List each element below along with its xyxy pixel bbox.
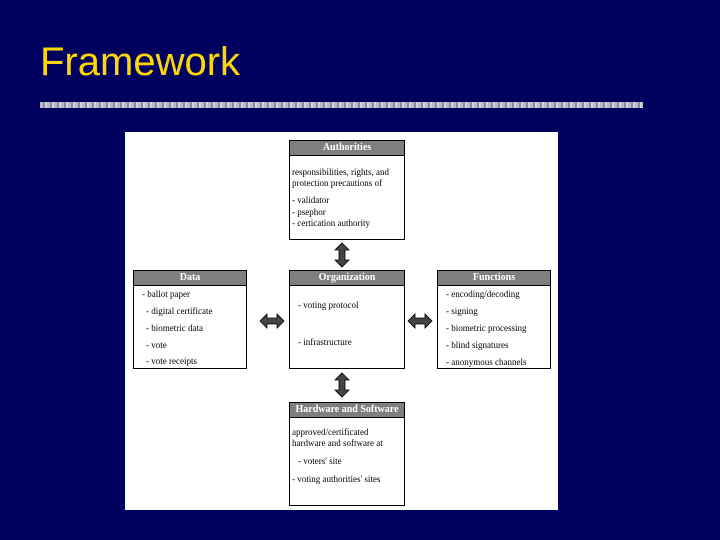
title-divider xyxy=(40,102,643,108)
functions-line: - signing xyxy=(446,306,478,316)
organization-line: - infrastructure xyxy=(298,337,352,347)
authorities-line: - psephor xyxy=(292,207,326,217)
data-line: - vote receipts xyxy=(146,356,197,366)
hardware-line: - voting authorities' sites xyxy=(292,474,381,484)
data-header: Data xyxy=(134,271,246,286)
organization-box: Organization - voting protocol - infrast… xyxy=(289,270,405,369)
authorities-header: Authorities xyxy=(290,141,404,156)
authorities-line: protection precautions of xyxy=(292,178,382,188)
organization-line: - voting protocol xyxy=(298,300,359,310)
vertical-double-arrow-icon xyxy=(334,372,350,398)
authorities-line: - certication authority xyxy=(292,218,370,228)
vertical-double-arrow-icon xyxy=(334,242,350,268)
data-line: - vote xyxy=(146,340,167,350)
hardware-line: - voters' site xyxy=(298,456,342,466)
data-box: Data - ballot paper - digital certificat… xyxy=(133,270,247,369)
functions-line: - anonymous channels xyxy=(446,357,527,367)
functions-line: - encoding/decoding xyxy=(446,289,520,299)
framework-diagram: Authorities responsibilities, rights, an… xyxy=(125,132,558,510)
hardware-software-box: Hardware and Software approved/certifica… xyxy=(289,402,405,506)
functions-line: - biometric processing xyxy=(446,323,527,333)
data-line: - biometric data xyxy=(146,323,203,333)
hardware-software-header: Hardware and Software xyxy=(290,403,404,418)
data-line: - digital certificate xyxy=(146,306,213,316)
functions-line: - blind signatures xyxy=(446,340,509,350)
horizontal-double-arrow-icon xyxy=(407,313,433,329)
authorities-line: responsibilities, rights, and xyxy=(292,167,389,177)
authorities-box: Authorities responsibilities, rights, an… xyxy=(289,140,405,240)
hardware-line: approved/certificated xyxy=(292,427,369,437)
organization-header: Organization xyxy=(290,271,404,286)
data-line: - ballot paper xyxy=(142,289,190,299)
hardware-line: hardware and software at xyxy=(292,438,383,448)
authorities-line: - validator xyxy=(292,195,330,205)
functions-box: Functions - encoding/decoding - signing … xyxy=(437,270,551,369)
horizontal-double-arrow-icon xyxy=(259,313,285,329)
functions-header: Functions xyxy=(438,271,550,286)
slide-title: Framework xyxy=(40,40,241,84)
